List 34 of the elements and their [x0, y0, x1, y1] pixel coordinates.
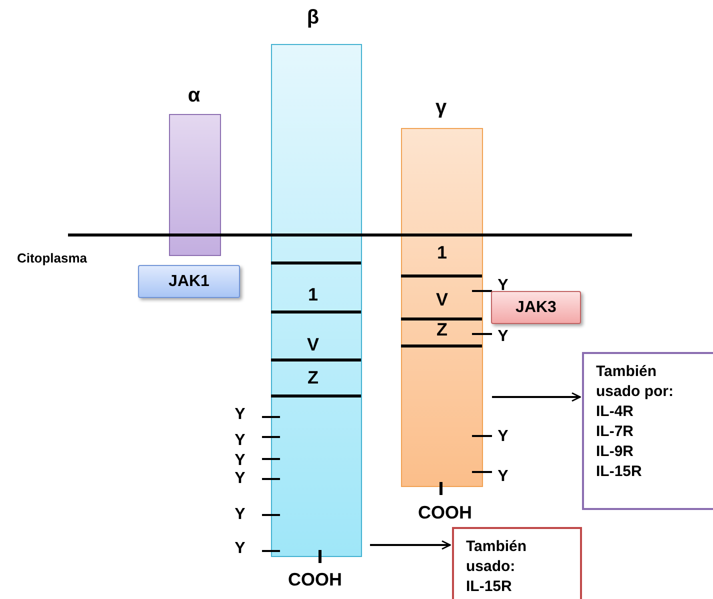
note-heading: También usado por: [596, 362, 674, 402]
residue-label: Y [234, 470, 246, 488]
note-heading: También usado: [466, 537, 528, 577]
kinase-box: JAK1 [138, 265, 240, 298]
terminus-label: COOH [418, 502, 472, 524]
chain-label: γ [435, 96, 447, 120]
domain-label: V [307, 334, 319, 356]
domain-label: Z [436, 320, 448, 340]
chain-label: α [188, 84, 200, 108]
receptor-name: IL-4R [596, 402, 634, 422]
residue-label: Y [234, 406, 246, 424]
domain-label: Z [308, 368, 318, 388]
residue-label: Y [498, 468, 508, 486]
arrow [492, 392, 581, 402]
arrow [370, 540, 451, 550]
residue-label: Y [498, 428, 508, 446]
kinase-box: JAK3 [491, 291, 581, 324]
residue-label: Y [234, 540, 246, 558]
receptor-name: IL-7R [596, 422, 634, 442]
residue-label: Y [498, 328, 508, 346]
residue-label: Y [234, 452, 246, 470]
note-box [582, 352, 713, 510]
receptor-name: IL-15R [596, 462, 642, 482]
receptor-name: IL-15R [466, 577, 512, 597]
residue-label: Y [234, 506, 246, 524]
domain-label: 1 [308, 284, 318, 306]
domain-label: 1 [437, 242, 447, 264]
chain-label: β [306, 6, 320, 30]
residue-label: Y [234, 432, 246, 450]
domain-label: V [436, 290, 448, 310]
receptor-name: IL-9R [596, 442, 634, 462]
note-box [452, 527, 582, 599]
terminus-label: COOH [288, 570, 342, 590]
region-label: Citoplasma [16, 250, 88, 266]
